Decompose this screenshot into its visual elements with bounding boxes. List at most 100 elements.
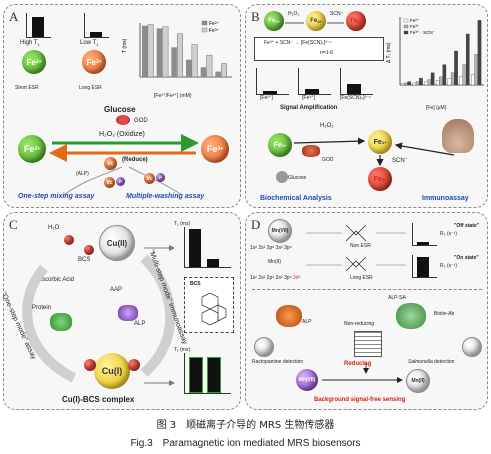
signal-amplification-label: Signal Amplification (280, 105, 338, 111)
t1-bar-top-2 (207, 259, 219, 267)
panel-b-label: B (251, 9, 260, 24)
bead-right-icon (462, 337, 482, 357)
chart-a-bar-fe3 (220, 63, 227, 78)
figure-caption-en: Fig.3 Paramagnetic ion mediated MRS bios… (130, 438, 361, 449)
scn-center-label: SCN⁻ (392, 158, 408, 164)
mini-label-fescn: [Fe(SCN)ₙ]³⁻ⁿ (340, 95, 371, 101)
panel-b-arrows (285, 22, 344, 24)
glucose-label-b: Glucose (288, 175, 307, 181)
alp-label-d: ALP (302, 319, 312, 325)
fe-t1-chart-svg: Fe²⁺Fe³⁺T (ms) (122, 20, 232, 78)
chart-a-bar-fe2 (200, 67, 207, 77)
chart-a-bar-fe2 (186, 59, 192, 77)
low-t1-bar (90, 32, 102, 37)
panel-d-arrows (322, 363, 403, 383)
on-state-label: "On state" (454, 255, 479, 261)
chart-a-bar-fe3 (206, 55, 213, 78)
non-esr-label: Non ESR (350, 243, 371, 249)
chart-b-legend-text: Fe²⁺ (410, 18, 420, 23)
vc-molecule-icon: Vc (104, 157, 117, 170)
chart-a-bar-fe2 (142, 25, 148, 77)
biotin-ab-label: Biotin-Ab (434, 311, 455, 317)
chart-b-ylabel: Δ T₁ (ms) (386, 42, 392, 63)
fe-b-xlabel: [Fe] (μM) (426, 105, 447, 111)
chart-b-bar (465, 33, 470, 86)
chart-a-bar-fe2 (171, 47, 177, 77)
chart-a-legend-text: Fe³⁺ (209, 28, 220, 34)
reaction-n-range: n=1-6 (320, 50, 333, 56)
alp-label-a: (ALP) (76, 171, 89, 177)
background-free-label: Background signal-free sensing (314, 397, 406, 403)
mini-chart-fe3 (298, 68, 331, 95)
esr-diagram (306, 224, 406, 272)
mini-bar-fe2 (263, 91, 277, 94)
cu2-ion: Cu(II) (99, 225, 135, 261)
chart-a-ylabel: T (ms) (122, 38, 128, 53)
vc-molecule-icon-2: Vc (104, 177, 115, 188)
off-state-label: "Off state" (454, 223, 480, 229)
god-label-a: GOD (134, 118, 148, 124)
protein-label: Protein (32, 305, 52, 311)
ascorbic-acid-label: Ascorbic Acid (38, 277, 75, 283)
reaction-equation: Fe³⁺ + SCN⁻ → [Fe(SCN)ₙ]³⁻ⁿ (264, 40, 332, 46)
chart-b-legend-swatch (403, 24, 409, 29)
chart-a-bar-fe3 (177, 33, 183, 78)
mn7-ion-top: Mn(VII) (268, 219, 292, 243)
god-enzyme-icon (302, 145, 320, 157)
panel-a-label: A (9, 9, 19, 24)
h2o2-oxidize-label: H₂O₂ (Oxidize) (99, 131, 145, 138)
t1-label-bottom: T₁ (ms) (174, 347, 191, 353)
h2o-label: H₂O (48, 225, 60, 231)
ractopamine-label: Ractopamine detection (252, 359, 304, 365)
mini-chart-fescn (340, 68, 373, 95)
r2-bar-on (417, 257, 429, 277)
chart-b-bar (454, 50, 458, 86)
low-t1-label: Low T1 (80, 40, 99, 48)
mn7-config: 1s² 2s² 2p⁶ 3s² 3p⁶ (250, 245, 292, 251)
r2-bar-off (417, 242, 429, 245)
chart-b-bar (419, 78, 423, 86)
figure-caption-cn: 图 3 顺磁离子介导的 MRS 生物传感器 (156, 420, 335, 431)
reactant-molecule-icon (276, 305, 302, 327)
mn7-ion-bottom: Mn(VII) (296, 369, 318, 391)
mn2-label-top: Mn(II) (268, 259, 282, 265)
short-esr-label: Short ESR (15, 85, 39, 91)
long-esr-label: Long ESR (79, 85, 102, 91)
non-reducing-label: Non-reducing (344, 321, 375, 327)
p-molecule-icon: P (116, 177, 125, 186)
t1-label-top: T₁ (ms) (174, 221, 191, 227)
mini-bar-fe3 (305, 89, 319, 94)
chart-a-legend-swatch (201, 27, 208, 33)
chart-a-bar-fe2 (156, 28, 163, 77)
protein-icon (50, 313, 72, 331)
mini-label-fe2: [Fe²⁺] (260, 95, 273, 101)
cu1-bcs-complex-label: Cu(I)-BCS complex (62, 395, 135, 404)
h2o-molecule-icon (64, 235, 74, 245)
chart-b-legend-swatch (403, 18, 409, 23)
panel-d-label: D (251, 217, 261, 232)
immunoassay-label: Immunoassay (422, 195, 469, 202)
high-t1-chart (26, 13, 51, 38)
multi-washing-label: Multiple-washing assay (126, 193, 205, 200)
bead-left-icon (254, 337, 274, 357)
biochemical-analysis-label: Biochemical Analysis (260, 195, 332, 202)
mini-bar-fescn (347, 84, 361, 94)
t1-bar-bottom-1 (189, 357, 203, 393)
r2-label-off: R₂ (s⁻¹) (440, 231, 458, 237)
mn2-ion-bottom: Mn(II) (406, 369, 430, 393)
chart-a-bar-fe2 (215, 71, 221, 77)
t1-bar-top-1 (189, 229, 201, 267)
alp-sa-label: ALP-SA (388, 295, 406, 301)
h2o2-center-label: H₂O₂ (320, 123, 334, 129)
scn-label-b: SCN⁻ (330, 11, 344, 17)
fe-delta-t1-chart-svg: Fe²⁺Fe³⁺Fe³⁺ · SCN⁻Δ T₁ (ms) (386, 17, 484, 86)
fe-delta-t1-chart: Fe²⁺Fe³⁺Fe³⁺ · SCN⁻Δ T₁ (ms) (386, 13, 484, 95)
chart-a-bar-fe3 (191, 44, 198, 78)
glucose-label: Glucose (104, 105, 136, 114)
